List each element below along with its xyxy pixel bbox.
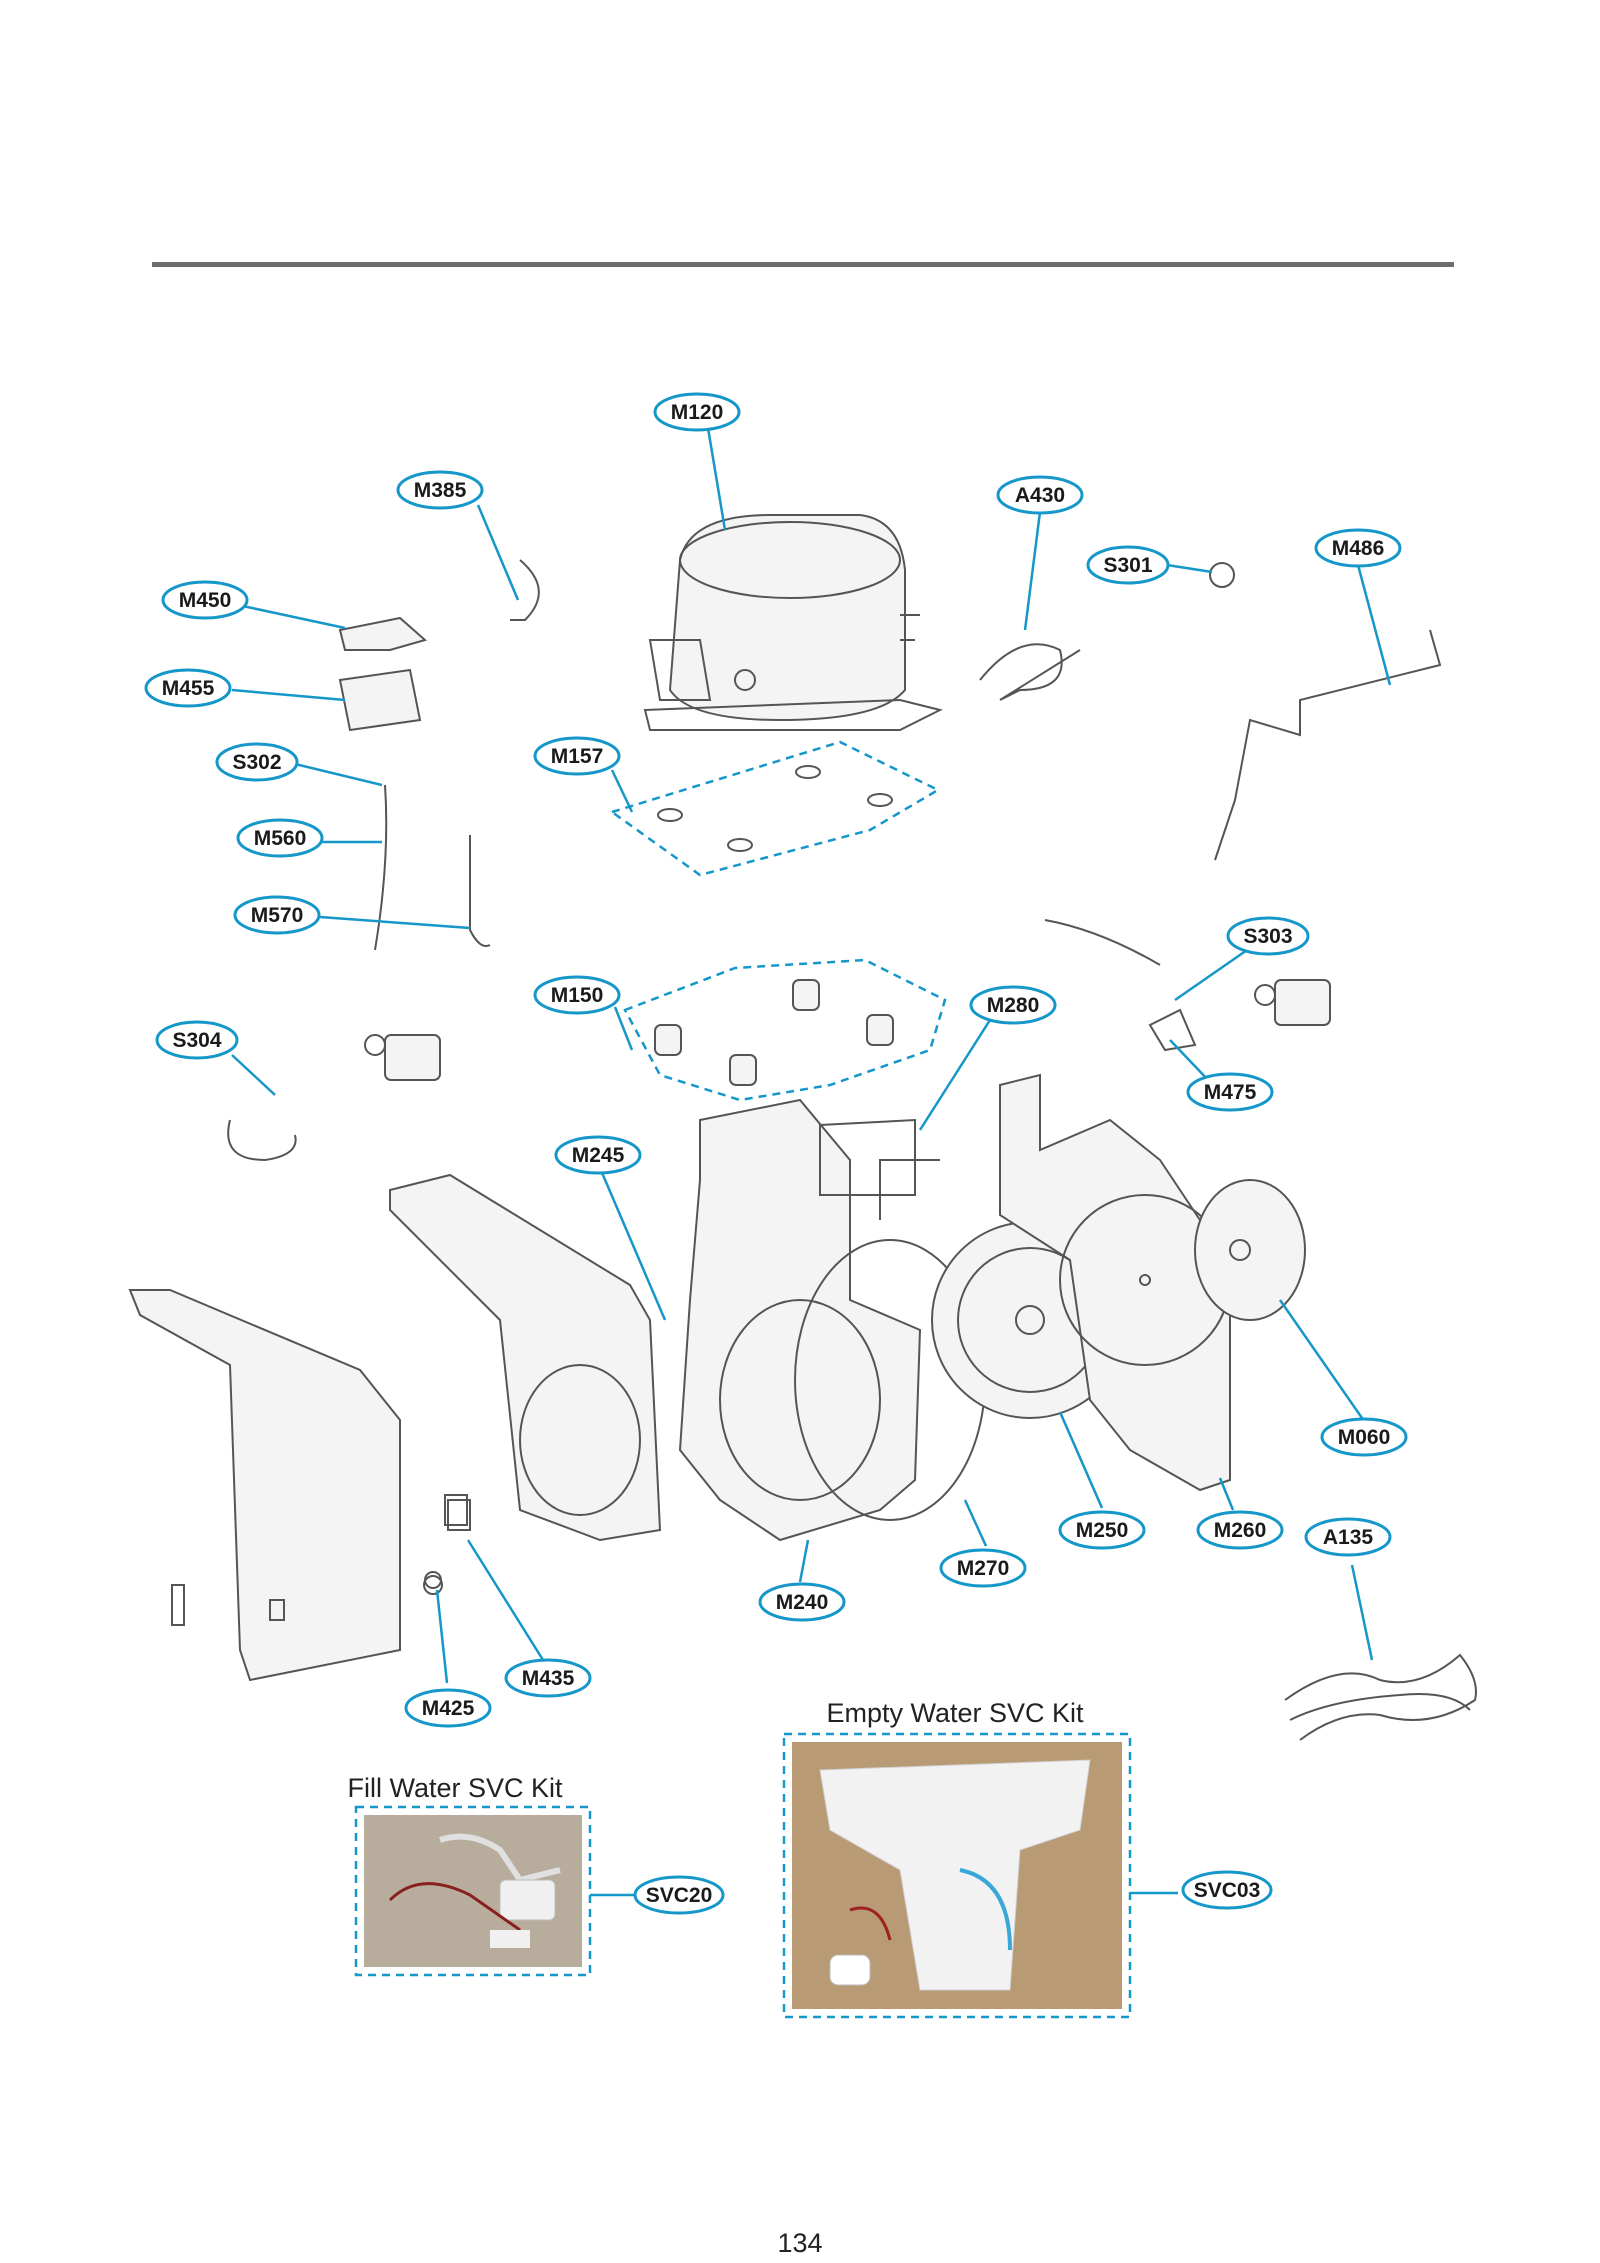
callout-S302: S302 bbox=[215, 742, 299, 782]
svg-text:M560: M560 bbox=[254, 827, 307, 850]
svg-text:A430: A430 bbox=[1015, 484, 1065, 507]
pump-left-drawing bbox=[364, 1034, 441, 1081]
overload-relay-drawing bbox=[979, 643, 1081, 701]
svg-text:SVC20: SVC20 bbox=[646, 1884, 713, 1907]
svg-text:M250: M250 bbox=[1076, 1519, 1129, 1542]
callout-M435: M435 bbox=[504, 1658, 592, 1698]
svg-text:M570: M570 bbox=[251, 904, 304, 927]
svg-text:M450: M450 bbox=[179, 589, 232, 612]
hose-right-drawing bbox=[468, 835, 491, 947]
pump-right-drawing bbox=[1254, 979, 1331, 1026]
hose-top-right-drawing bbox=[1044, 919, 1161, 966]
header-rule bbox=[152, 262, 1454, 267]
svg-text:M486: M486 bbox=[1332, 537, 1385, 560]
svg-text:S304: S304 bbox=[172, 1029, 221, 1052]
m150-group-outline bbox=[623, 958, 947, 1102]
empty-kit-title: Empty Water SVC Kit bbox=[826, 1698, 1084, 1728]
hose-s304-drawing bbox=[227, 1119, 297, 1162]
callout-M280: M280 bbox=[969, 985, 1057, 1025]
callout-M475: M475 bbox=[1186, 1072, 1274, 1112]
svg-text:M150: M150 bbox=[551, 984, 604, 1007]
svg-text:S303: S303 bbox=[1243, 925, 1292, 948]
elbow-drawing bbox=[1148, 1008, 1197, 1052]
svg-text:M280: M280 bbox=[987, 994, 1040, 1017]
drain-pipe-drawing bbox=[1214, 629, 1442, 861]
washers-drawing bbox=[657, 765, 893, 852]
callout-M486: M486 bbox=[1314, 528, 1402, 568]
callout-A430: A430 bbox=[996, 475, 1084, 515]
hose-left-drawing bbox=[374, 784, 388, 951]
callout-M560: M560 bbox=[236, 818, 324, 858]
page-number: 134 bbox=[777, 2228, 823, 2258]
compressor-drawing bbox=[643, 514, 943, 731]
svg-text:SVC03: SVC03 bbox=[1194, 1879, 1261, 1902]
svg-text:M240: M240 bbox=[776, 1591, 829, 1614]
bracket-box-drawing bbox=[338, 668, 422, 732]
m157-group-outline bbox=[609, 740, 941, 877]
svg-text:M435: M435 bbox=[522, 1667, 575, 1690]
callout-M270: M270 bbox=[939, 1548, 1027, 1588]
svg-text:M270: M270 bbox=[957, 1557, 1010, 1580]
svg-text:M157: M157 bbox=[551, 745, 604, 768]
svg-text:M260: M260 bbox=[1214, 1519, 1267, 1542]
fan-shroud-drawing bbox=[678, 1098, 922, 1542]
callout-S301: S301 bbox=[1086, 545, 1170, 585]
callout-M245: M245 bbox=[554, 1135, 642, 1175]
wire-harness-small-drawing bbox=[510, 559, 540, 621]
callout-M120: M120 bbox=[653, 392, 741, 432]
callout-S303: S303 bbox=[1226, 916, 1310, 956]
callout-M450: M450 bbox=[161, 580, 249, 620]
svg-text:S301: S301 bbox=[1103, 554, 1152, 577]
leader-lines bbox=[231, 427, 1392, 1897]
fill-kit-photo bbox=[354, 1805, 592, 1977]
callout-M260: M260 bbox=[1196, 1510, 1284, 1550]
callout-M250: M250 bbox=[1058, 1510, 1146, 1550]
duct-housing-drawing bbox=[389, 1173, 662, 1595]
svg-text:A135: A135 bbox=[1323, 1526, 1374, 1549]
callout-M240: M240 bbox=[758, 1582, 846, 1622]
front-cover-drawing bbox=[128, 1289, 401, 1682]
small-parts-drawing bbox=[424, 1494, 468, 1589]
callout-M150: M150 bbox=[533, 975, 621, 1015]
motor-drawing bbox=[1194, 1179, 1306, 1321]
svg-text:M425: M425 bbox=[422, 1697, 475, 1720]
fill-kit-title: Fill Water SVC Kit bbox=[347, 1773, 563, 1803]
main-harness-drawing bbox=[1284, 1653, 1477, 1741]
callout-A135: A135 bbox=[1304, 1517, 1392, 1557]
blower-housing-drawing bbox=[999, 1073, 1231, 1492]
callout-S304: S304 bbox=[155, 1020, 239, 1060]
callout-M425: M425 bbox=[404, 1688, 492, 1728]
svg-text:M475: M475 bbox=[1204, 1081, 1257, 1104]
callout-labels: M120 M385 A430 S301 M486 M450 M455 S302 … bbox=[144, 392, 1408, 1915]
callout-M157: M157 bbox=[533, 736, 621, 776]
clip-drawing bbox=[1209, 562, 1235, 588]
callout-M570: M570 bbox=[233, 895, 321, 935]
callout-M455: M455 bbox=[144, 668, 232, 708]
svg-text:M120: M120 bbox=[671, 401, 724, 424]
svg-text:M455: M455 bbox=[162, 677, 215, 700]
svg-text:S302: S302 bbox=[232, 751, 281, 774]
callout-SVC03: SVC03 bbox=[1181, 1870, 1273, 1910]
grommets-drawing bbox=[654, 979, 894, 1086]
svg-text:M245: M245 bbox=[572, 1144, 625, 1167]
callout-SVC20: SVC20 bbox=[633, 1875, 725, 1915]
callout-M060: M060 bbox=[1320, 1417, 1408, 1457]
bracket-top-drawing bbox=[338, 616, 428, 651]
svg-text:M060: M060 bbox=[1338, 1426, 1391, 1449]
callout-M385: M385 bbox=[396, 470, 484, 510]
empty-kit-photo bbox=[782, 1732, 1132, 2019]
svg-text:M385: M385 bbox=[414, 479, 467, 502]
